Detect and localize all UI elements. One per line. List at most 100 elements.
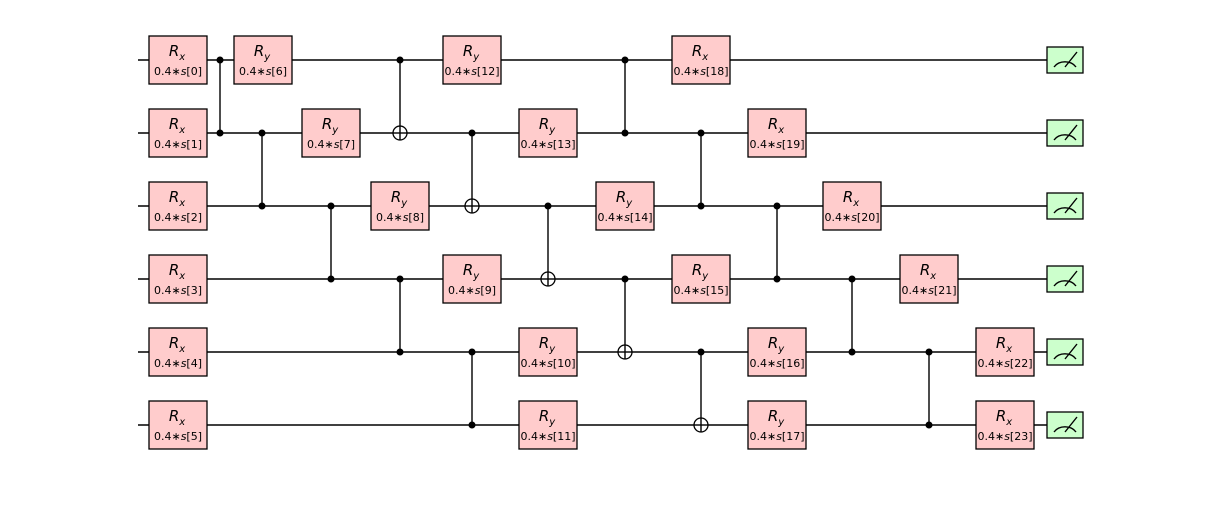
rotation-gate-x: Rx0.4∗s[2] [148, 181, 208, 231]
control-dot [848, 275, 856, 283]
control-dot [258, 202, 266, 210]
meter-needle-icon [1064, 124, 1078, 141]
measurement-box [1046, 119, 1084, 147]
gate-box [148, 327, 208, 377]
gate-box [148, 35, 208, 85]
rotation-gate-x: Rx0.4∗s[21] [899, 254, 959, 304]
measurement-0 [1046, 46, 1084, 74]
gate-parameter: 0.4∗s[15] [673, 284, 728, 297]
gate-box [442, 254, 502, 304]
measurement-1 [1046, 119, 1084, 147]
gate-box [301, 108, 361, 158]
gate-box [148, 108, 208, 158]
measurement-box [1046, 46, 1084, 74]
gate-parameter: 0.4∗s[14] [597, 211, 652, 224]
rotation-gate-y: Ry0.4∗s[6] [233, 35, 293, 85]
rotation-gate-x: Rx0.4∗s[18] [671, 35, 731, 85]
measurement-box [1046, 338, 1084, 366]
gate-parameter: 0.4∗s[7] [307, 138, 355, 151]
rotation-gate-x: Rx0.4∗s[23] [975, 400, 1035, 450]
gate-box [595, 181, 655, 231]
gate-parameter: 0.4∗s[21] [901, 284, 956, 297]
gate-parameter: 0.4∗s[5] [154, 430, 202, 443]
gate-parameter: 0.4∗s[13] [520, 138, 575, 151]
meter-arc-icon [1053, 207, 1077, 214]
gate-parameter: 0.4∗s[3] [154, 284, 202, 297]
gate-parameter: 0.4∗s[17] [749, 430, 804, 443]
measurements [1046, 46, 1084, 439]
meter-arc-icon [1053, 61, 1077, 68]
rotation-gates: Rx0.4∗s[0]Rx0.4∗s[1]Rx0.4∗s[2]Rx0.4∗s[3]… [148, 35, 1035, 450]
gate-box [518, 327, 578, 377]
meter-arc-icon [1053, 280, 1077, 287]
control-dot [216, 129, 224, 137]
rotation-gate-y: Ry0.4∗s[10] [518, 327, 578, 377]
gate-box [747, 327, 807, 377]
control-dot [697, 129, 705, 137]
gate-box [518, 400, 578, 450]
gate-box [747, 400, 807, 450]
gate-box [975, 400, 1035, 450]
rotation-gate-x: Rx0.4∗s[20] [822, 181, 882, 231]
gate-box [822, 181, 882, 231]
meter-needle-icon [1064, 416, 1078, 433]
rotation-gate-y: Ry0.4∗s[15] [671, 254, 731, 304]
measurement-box [1046, 265, 1084, 293]
gate-box [442, 35, 502, 85]
control-dot [925, 348, 933, 356]
rotation-gate-y: Ry0.4∗s[9] [442, 254, 502, 304]
gate-parameter: 0.4∗s[16] [749, 357, 804, 370]
gate-box [747, 108, 807, 158]
gate-box [975, 327, 1035, 377]
cz-gate [621, 56, 629, 137]
gate-parameter: 0.4∗s[0] [154, 65, 202, 78]
rotation-gate-y: Ry0.4∗s[7] [301, 108, 361, 158]
measurement-2 [1046, 192, 1084, 220]
control-dot [396, 348, 404, 356]
control-dot [697, 202, 705, 210]
control-dot [848, 348, 856, 356]
meter-needle-icon [1064, 270, 1078, 287]
gate-box [899, 254, 959, 304]
control-dot [216, 56, 224, 64]
control-dot [544, 202, 552, 210]
gate-parameter: 0.4∗s[8] [376, 211, 424, 224]
gate-parameter: 0.4∗s[4] [154, 357, 202, 370]
cz-gate [773, 202, 781, 283]
gate-box [148, 254, 208, 304]
cz-gate [468, 348, 476, 429]
cnot-gate [540, 202, 556, 287]
rotation-gate-y: Ry0.4∗s[13] [518, 108, 578, 158]
control-dot [697, 348, 705, 356]
control-dot [468, 421, 476, 429]
gate-parameter: 0.4∗s[22] [977, 357, 1032, 370]
cz-gate [258, 129, 266, 210]
gate-box [148, 400, 208, 450]
rotation-gate-y: Ry0.4∗s[14] [595, 181, 655, 231]
control-dot [258, 129, 266, 137]
rotation-gate-x: Rx0.4∗s[22] [975, 327, 1035, 377]
meter-needle-icon [1064, 343, 1078, 360]
rotation-gate-y: Ry0.4∗s[16] [747, 327, 807, 377]
cz-gate [848, 275, 856, 356]
gate-box [233, 35, 293, 85]
cz-gate [216, 56, 224, 137]
gate-box [370, 181, 430, 231]
control-dot [468, 129, 476, 137]
gate-parameter: 0.4∗s[12] [444, 65, 499, 78]
gate-parameter: 0.4∗s[10] [520, 357, 575, 370]
cnot-gate [693, 348, 709, 433]
cnot-gate [617, 275, 633, 360]
cz-gate [697, 129, 705, 210]
control-dot [396, 275, 404, 283]
qubit-wires [138, 59, 1047, 426]
controlled-gates [216, 56, 933, 433]
gate-box [671, 254, 731, 304]
rotation-gate-x: Rx0.4∗s[4] [148, 327, 208, 377]
cnot-gate [392, 56, 408, 141]
gate-parameter: 0.4∗s[9] [448, 284, 496, 297]
meter-needle-icon [1064, 51, 1078, 68]
control-dot [396, 56, 404, 64]
gate-parameter: 0.4∗s[1] [154, 138, 202, 151]
